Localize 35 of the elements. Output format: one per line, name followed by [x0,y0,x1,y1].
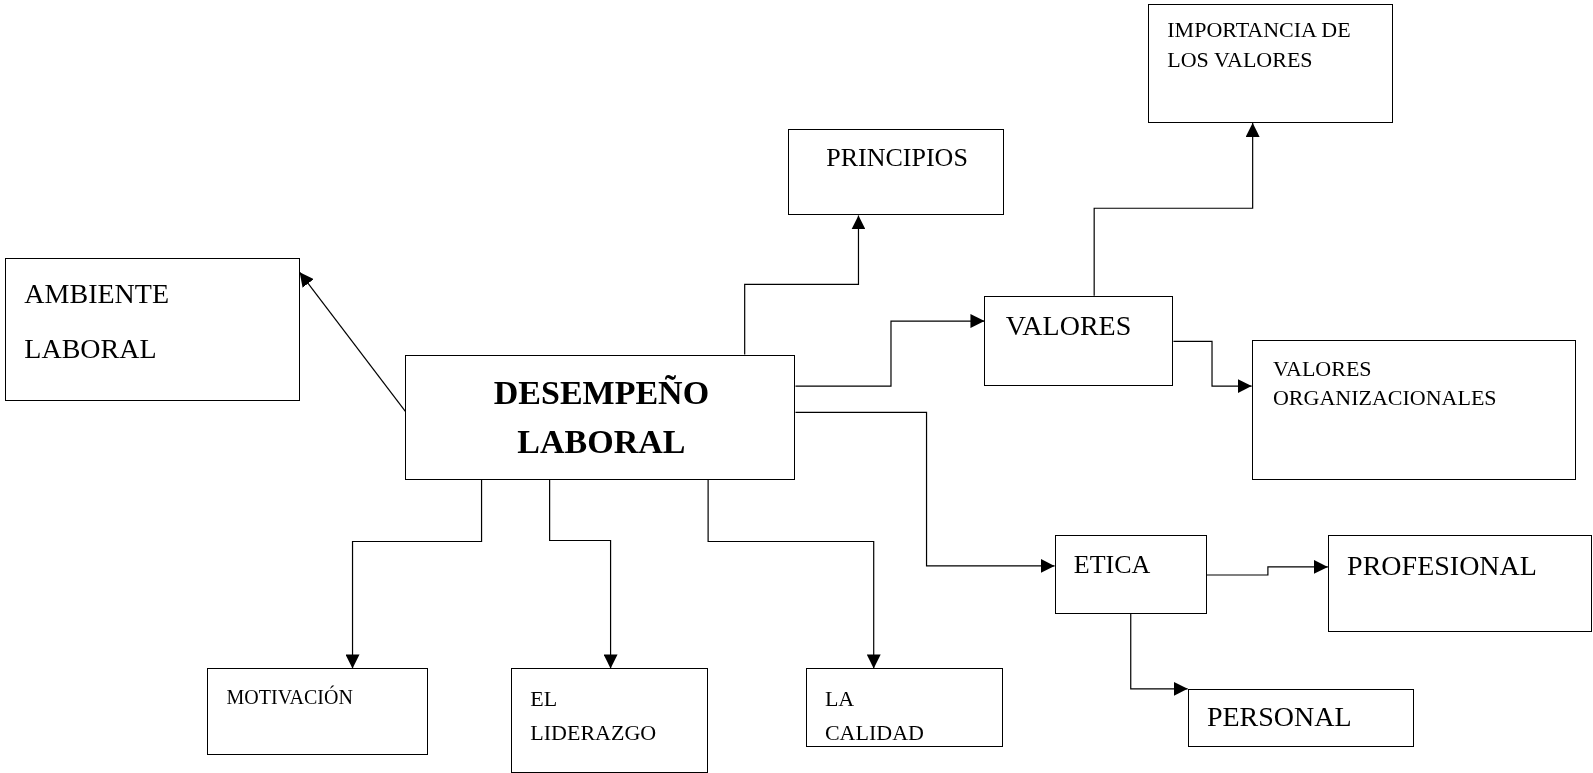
concept-box [511,668,709,773]
concept-box [405,354,796,480]
concept-box [1054,535,1207,614]
concept-box [984,295,1174,387]
concept-box [1148,4,1393,123]
arrow [794,314,986,387]
concept-box [5,258,300,402]
node-label: EL LIDERAZGO [530,684,658,747]
arrow [549,478,618,670]
concept-box [1327,535,1592,632]
arrow [1206,559,1329,576]
arrow [707,478,881,670]
arrow [299,271,406,413]
node-label: MOTIVACIÓN [226,684,354,710]
concept-box [1187,688,1415,747]
arrow [1172,340,1253,394]
node-label: IMPORTANCIA DE LOS VALORES [1167,16,1352,74]
arrow [794,411,1056,573]
node-label: ETICA [1073,548,1152,580]
node-label: VALORES ORGANIZACIONALES [1272,354,1498,413]
arrow [1093,122,1260,297]
arrow [345,478,483,670]
arrow [1130,613,1189,696]
concept-box [788,129,1004,216]
node-label: VALORES [1005,308,1133,343]
node-label: AMBIENTE LABORAL [24,277,170,366]
node-label: DESEMPEÑO LABORAL [492,372,711,463]
node-label: PROFESIONAL [1347,548,1538,583]
concept-box [1251,340,1576,480]
arrow [744,214,866,356]
node-label: LA CALIDAD [824,684,925,747]
concept-box [805,668,1003,747]
node-label: PRINCIPIOS [825,142,969,174]
node-label: PERSONAL [1206,699,1353,734]
concept-box [207,668,428,755]
